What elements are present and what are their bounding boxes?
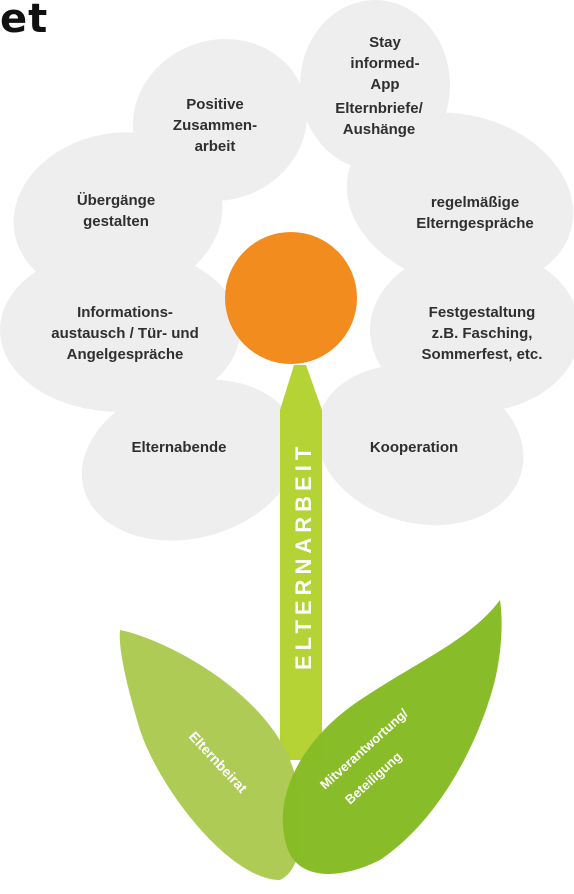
petal-label-informationsaustausch: Informations- austausch / Tür- und Angel… [51, 304, 199, 363]
flower-center [225, 232, 357, 364]
petal-7 [81, 379, 299, 541]
petal-label-elternabende: Elternabende [131, 439, 227, 456]
petal-label-festgestaltung: Festgestaltung z.B. Fasching, Sommerfest… [421, 304, 543, 363]
stem-label: ELTERNARBEIT [291, 442, 316, 670]
stem [280, 365, 322, 760]
petal-5 [0, 248, 240, 412]
petal-4 [346, 112, 574, 288]
petal-label-positive-zusammenarbeit: Positive Zusammen- arbeit [172, 96, 258, 155]
header-fragment: et [0, 0, 49, 42]
petal-label-regelmaessige-elterngespraeche: regelmäßige Elterngespräche [416, 194, 534, 232]
petal-label-kooperation: Kooperation [369, 439, 459, 456]
petal-label-elternbriefe: Elternbriefe/ Aushänge [335, 100, 423, 138]
petal-8 [316, 364, 524, 526]
petals [0, 0, 574, 541]
leaf-right [282, 600, 502, 874]
leaf-left [119, 630, 301, 880]
petal-label-stay-informed-app: Stay informed- App [350, 34, 420, 93]
petal-label-uebergaenge: Übergänge gestalten [76, 192, 156, 230]
